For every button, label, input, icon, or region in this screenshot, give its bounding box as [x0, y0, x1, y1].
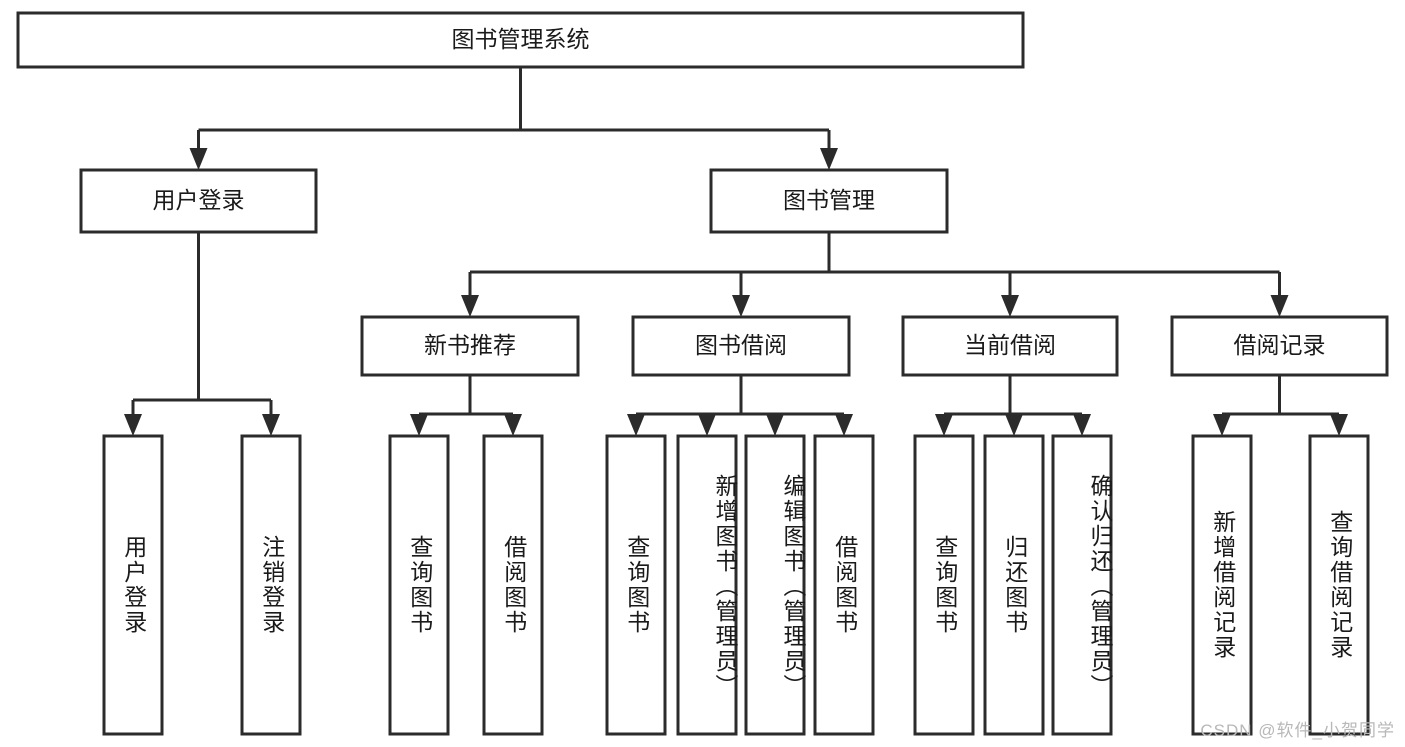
- node-label: 图书借阅: [695, 332, 787, 358]
- leaf-node-6[interactable]: [744, 434, 806, 736]
- level2-node-1[interactable]: 图书管理: [709, 168, 949, 234]
- node-box: [388, 434, 450, 736]
- node-box: [913, 434, 975, 736]
- arrow-head-icon: [935, 414, 953, 436]
- arrow-head-icon: [835, 414, 853, 436]
- node-box: [1308, 434, 1370, 736]
- arrow-head-icon: [1073, 414, 1091, 436]
- node-box: [1191, 434, 1253, 736]
- arrow-head-icon: [732, 295, 750, 317]
- leaf-node-8[interactable]: [913, 434, 975, 736]
- arrow-head-icon: [1270, 295, 1289, 317]
- root-node-图书管理系统[interactable]: 图书管理系统: [16, 11, 1025, 69]
- arrow-head-icon: [461, 295, 479, 317]
- watermark: CSDN @软件_小贺同学: [1200, 721, 1395, 740]
- arrow-head-icon: [698, 414, 716, 436]
- node-label: 新书推荐: [424, 332, 516, 358]
- node-label: 借阅记录: [1234, 332, 1326, 358]
- leaf-node-2[interactable]: [388, 434, 450, 736]
- node-box: [983, 434, 1045, 736]
- node-box: [16, 11, 1025, 69]
- level3-node-1[interactable]: 图书借阅: [631, 315, 851, 377]
- arrow-head-icon: [410, 414, 428, 436]
- node-label: 用户登录: [153, 187, 245, 213]
- arrow-head-icon: [1005, 414, 1023, 436]
- leaf-node-9[interactable]: [983, 434, 1045, 736]
- node-box: [1051, 434, 1113, 736]
- node-box: [240, 434, 302, 736]
- level3-node-0[interactable]: 新书推荐: [360, 315, 580, 377]
- arrow-head-icon: [262, 414, 280, 436]
- edges-layer: [124, 67, 1348, 436]
- node-box: [901, 315, 1119, 377]
- arrow-head-icon: [1213, 414, 1231, 436]
- node-box: [360, 315, 580, 377]
- node-box: [709, 168, 949, 234]
- node-box: [813, 434, 875, 736]
- leaf-node-3[interactable]: [482, 434, 544, 736]
- leaf-node-12[interactable]: [1308, 434, 1370, 736]
- level3-node-3[interactable]: 借阅记录: [1170, 315, 1389, 377]
- arrow-head-icon: [627, 414, 645, 436]
- leaf-node-5[interactable]: [676, 434, 738, 736]
- node-box: [482, 434, 544, 736]
- arrow-head-icon: [820, 148, 838, 170]
- leaf-node-1[interactable]: [240, 434, 302, 736]
- arrow-head-icon: [504, 414, 522, 436]
- arrow-head-icon: [189, 148, 208, 170]
- node-box: [79, 168, 318, 234]
- arrow-head-icon: [766, 414, 784, 436]
- leaf-node-10[interactable]: [1051, 434, 1113, 736]
- node-box: [631, 315, 851, 377]
- node-box: [744, 434, 806, 736]
- leaf-node-11[interactable]: [1191, 434, 1253, 736]
- node-label: 当前借阅: [964, 332, 1056, 358]
- level3-node-2[interactable]: 当前借阅: [901, 315, 1119, 377]
- node-label: 图书管理系统: [452, 26, 590, 52]
- node-box: [1170, 315, 1389, 377]
- node-box: [676, 434, 738, 736]
- arrow-head-icon: [1001, 295, 1019, 317]
- level2-node-0[interactable]: 用户登录: [79, 168, 318, 234]
- arrow-head-icon: [124, 414, 142, 436]
- leaf-node-0[interactable]: [102, 434, 164, 736]
- node-label: 图书管理: [783, 187, 875, 213]
- node-box: [102, 434, 164, 736]
- arrow-head-icon: [1330, 414, 1348, 436]
- leaf-node-4[interactable]: [605, 434, 667, 736]
- node-box: [605, 434, 667, 736]
- leaf-node-7[interactable]: [813, 434, 875, 736]
